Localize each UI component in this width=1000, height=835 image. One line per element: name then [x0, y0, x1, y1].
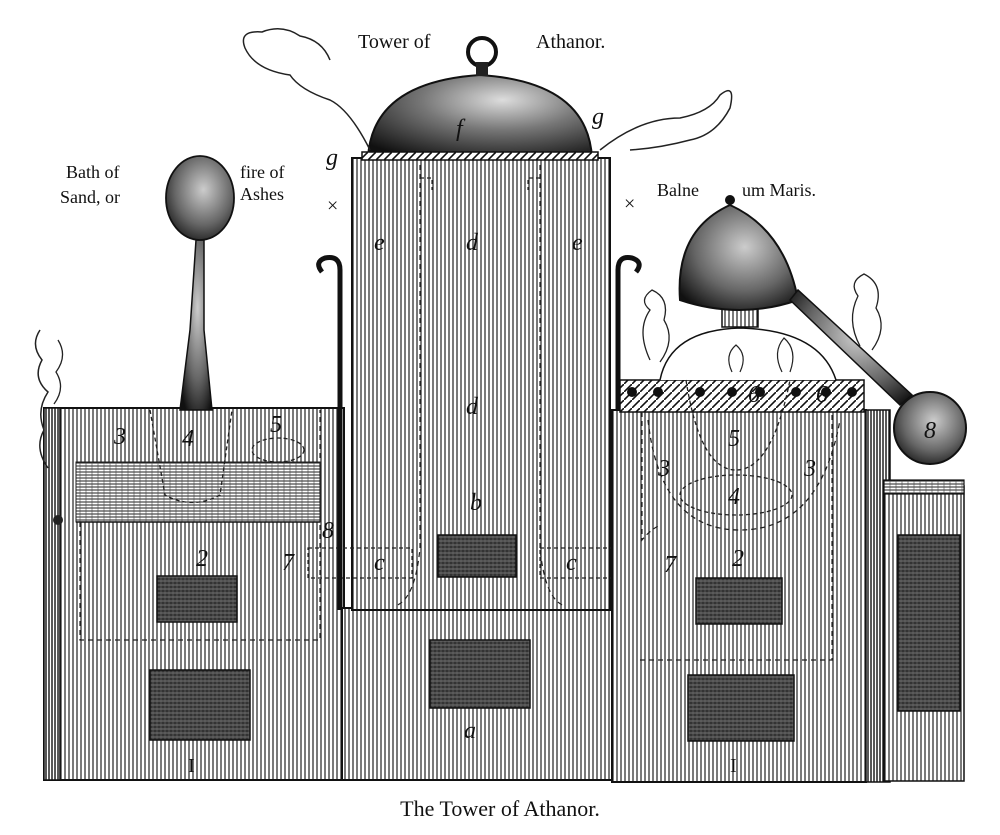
- title-labels: Tower of Athanor. Bath of Sand, or fire …: [60, 31, 816, 207]
- central-tower: [307, 157, 661, 781]
- letter-g-right: g: [592, 104, 604, 130]
- numeral-right-5: 5: [728, 426, 740, 452]
- letter-a: a: [464, 718, 476, 744]
- label-um-maris: um Maris.: [742, 180, 816, 200]
- numeral-right-7: 7: [664, 552, 677, 578]
- label-ashes: Ashes: [240, 184, 284, 204]
- letter-c-left: c: [374, 550, 385, 576]
- sand-bath-flask: [165, 155, 235, 411]
- numeral-right-3a: 3: [657, 456, 670, 482]
- letter-e-left: e: [374, 230, 385, 256]
- numeral-left-5: 5: [270, 412, 282, 438]
- letter-b: b: [470, 490, 482, 516]
- tower-dome: [242, 28, 733, 161]
- label-bath-of: Bath of: [66, 162, 120, 182]
- numeral-left-4: 4: [182, 426, 194, 452]
- letter-f: f: [456, 116, 466, 142]
- letter-markers: f g g d d e e b c c a × ×: [326, 104, 635, 744]
- numeral-left-2: 2: [196, 546, 208, 572]
- label-sand-or: Sand, or: [60, 187, 120, 207]
- label-balne: Balne: [657, 180, 699, 200]
- numeral-right-6b: 6: [816, 382, 828, 408]
- label-athanor: Athanor.: [536, 31, 605, 53]
- letter-g-left: g: [326, 145, 338, 171]
- cross-mark-right: ×: [624, 193, 635, 215]
- label-fire-of: fire of: [240, 162, 284, 182]
- alembic: [678, 195, 967, 465]
- figure-caption: The Tower of Athanor.: [400, 796, 600, 821]
- numeral-right-3b: 3: [803, 456, 816, 482]
- left-furnace: [34, 329, 345, 781]
- numeral-left-8: 8: [322, 518, 334, 544]
- letter-d-mid: d: [466, 394, 479, 420]
- right-furnace: [611, 273, 891, 783]
- letter-c-right: c: [566, 550, 577, 576]
- letter-e-right: e: [572, 230, 583, 256]
- numeral-left-1: I: [188, 755, 195, 777]
- letter-d-top: d: [466, 230, 479, 256]
- numeral-left-7: 7: [282, 550, 295, 576]
- numeral-right-1: I: [730, 755, 737, 777]
- numeral-right-6a: 6: [748, 382, 760, 408]
- numeral-left-3: 3: [113, 424, 126, 450]
- numeral-right-4: 4: [728, 484, 740, 510]
- receiver-stand: [883, 479, 965, 782]
- numeral-right-2: 2: [732, 546, 744, 572]
- cross-mark-left: ×: [327, 195, 338, 217]
- numeral-right-8: 8: [924, 418, 936, 444]
- label-tower-of: Tower of: [358, 31, 431, 53]
- numeral-markers: 3 4 5 8 7 2 I 5 4 3 3 7 2 I 6 6 8: [113, 382, 936, 777]
